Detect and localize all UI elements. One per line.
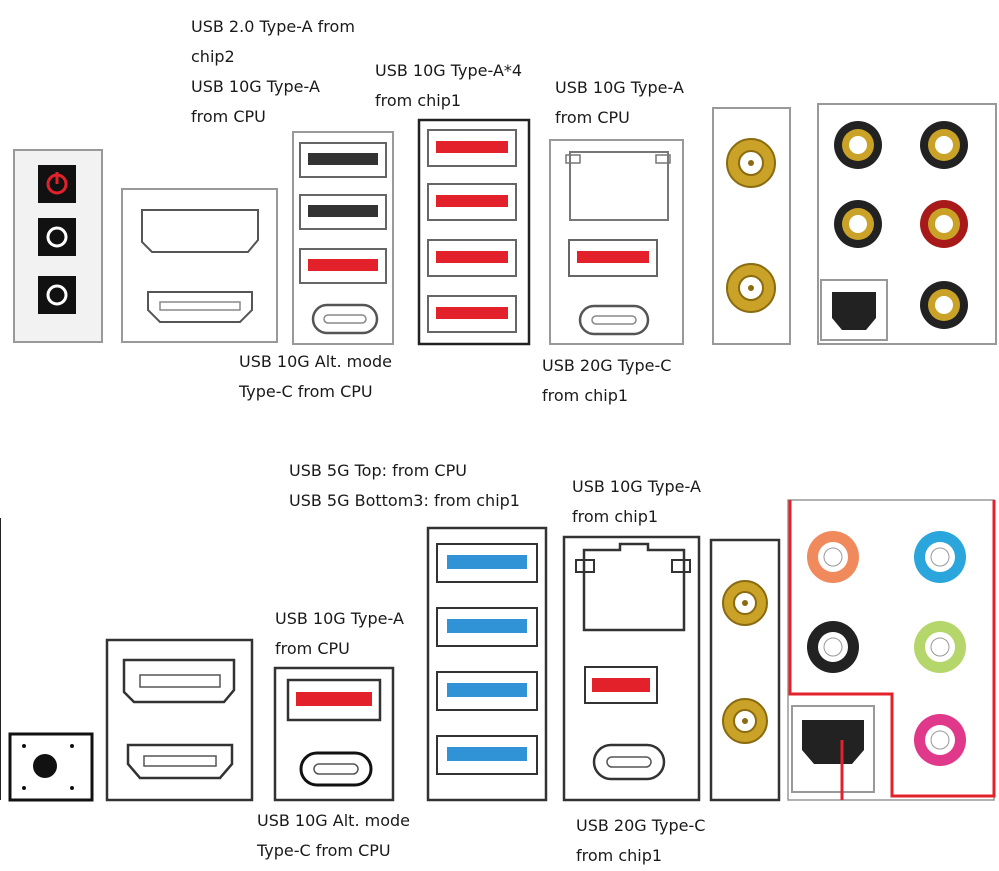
bottom-video-block [105,638,254,802]
usb-c-port [311,303,379,335]
label-usb10g-chip1-bottom: USB 10G Type-A from chip1 [572,477,701,526]
displayport-port [141,209,259,253]
displayport-port [122,658,236,704]
usb-a-port-red [308,259,378,271]
top-usb-stack-x4 [417,118,531,346]
usb-c-port [299,751,373,787]
usb-a-port-blue [447,683,527,697]
top-usb-stack-left [292,131,394,345]
usb-a-port-blue [447,555,527,569]
bottom-usb-cpu-block [273,666,395,802]
usb-a-port-blue [447,747,527,761]
label-usb2-chip2: USB 2.0 Type-A from chip2 [191,17,355,66]
usb-a-port-red [436,251,508,263]
top-antenna-block [712,107,791,345]
hdmi-port [126,743,234,780]
top-video-block [121,188,278,343]
usb-a-port-red [436,141,508,153]
usb-a-port-red [577,251,649,263]
usb-c-port [578,304,650,336]
usb-a-port-blue [447,619,527,633]
label-usb10g-altmode-bottom: USB 10G Alt. mode Type-C from CPU [257,811,410,860]
bottom-usb5g-stack [426,526,548,802]
bottom-antenna-block [709,538,781,802]
label-usb10g-altmode-top: USB 10G Alt. mode Type-C from CPU [239,352,392,401]
audio-highlight-outline [788,500,996,798]
top-buttons-block [13,149,103,343]
usb-a-port-black [308,153,378,165]
label-usb10g-cpu-right: USB 10G Type-A from CPU [555,78,684,127]
reset-icon [46,226,68,248]
label-usb10g-cpu-bottom: USB 10G Type-A from CPU [275,609,404,658]
top-io-panel [13,103,997,346]
usb-c-port [592,743,666,781]
ethernet-port [582,542,686,632]
label-usb20g-chip1-bottom: USB 20G Type-C from chip1 [576,816,706,865]
ethernet-port [569,151,669,221]
usb-a-port-black [308,205,378,217]
usb-a-port-red [436,195,508,207]
bottom-audio-block [787,499,996,801]
top-lan-block [549,139,684,345]
bottom-lan-block [562,535,701,802]
bottom-io-panel [0,499,996,802]
clear-cmos-button-icon [33,754,57,778]
top-audio-block [817,103,997,345]
bottom-button-block [0,518,94,802]
label-usb5g: USB 5G Top: from CPU USB 5G Bottom3: fro… [289,461,520,510]
usb-a-port-red [592,678,650,692]
label-usb10g-cpu-left: USB 10G Type-A from CPU [191,77,320,126]
usb-a-port-red [296,692,372,706]
label-usb20g-chip1-top: USB 20G Type-C from chip1 [542,356,672,405]
label-usb10g-x4-chip1: USB 10G Type-A*4 from chip1 [375,61,523,110]
usb-a-port-red [436,307,508,319]
hdmi-port [147,291,253,323]
clear-cmos-icon [46,284,68,306]
